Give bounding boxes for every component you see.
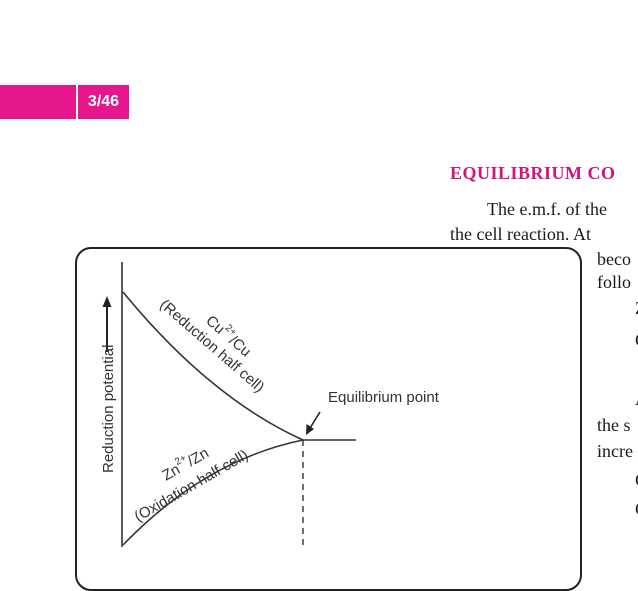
body-text-fragment: C [635,497,638,521]
body-text-fragment: the s [597,415,631,435]
body-text-fragment: C [635,328,638,352]
page-header-bar [0,85,76,119]
body-text-fragment: Z [635,296,638,320]
body-text-fragment: incre [597,441,633,461]
arrow-up-icon [102,296,112,307]
body-text-fragment: C [635,468,638,492]
body-text-line: The e.m.f. of the [487,199,607,219]
body-text-fragment: A [635,387,638,411]
arrow-down-left-icon [306,424,314,435]
section-heading: EQUILIBRIUM CO [450,163,616,183]
y-axis-label: Reduction potential [100,345,117,473]
cu-reduction-curve [122,291,304,441]
page-number: 3/46 [78,85,129,119]
body-text-fragment: beco [597,249,631,269]
body-text-fragment: follo [597,272,631,292]
zn-oxidation-curve [122,439,304,546]
body-text-line: the cell reaction. At [450,224,591,244]
figure-frame [75,247,582,591]
electrode-potential-figure: Reduction potential Equilibrium point Cu… [100,262,440,547]
equilibrium-pointer [309,411,321,429]
equilibrium-label: Equilibrium point [328,389,440,406]
